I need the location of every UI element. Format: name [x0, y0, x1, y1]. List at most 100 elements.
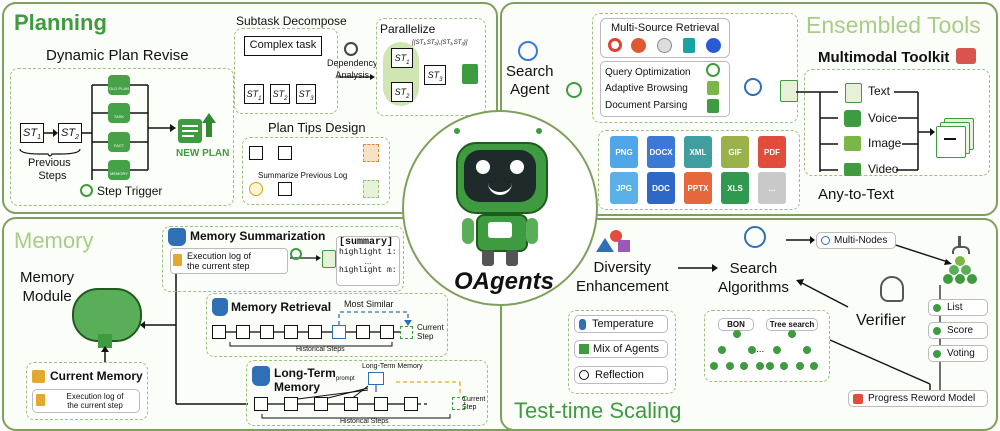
long-term-step-box: [254, 397, 268, 411]
verifier-head-icon: [880, 276, 904, 302]
file-type-xls-icon: XLS: [721, 172, 749, 204]
openai-icon-summary: [290, 248, 302, 260]
current-step-box-retrieval: [400, 326, 413, 339]
test-time-scaling-title: Test-time Scaling: [514, 398, 682, 423]
file-type-docx-icon: DOCX: [647, 136, 675, 168]
tree-node: [773, 346, 781, 354]
file-type-pdf-icon: PDF: [758, 136, 786, 168]
long-term-step-box: [374, 397, 388, 411]
st1-box: ST1: [20, 123, 44, 143]
video-icon: [844, 163, 861, 176]
robot-mascot: [440, 128, 560, 268]
fact-card: FACT: [108, 132, 130, 152]
parallel-plan-icon: [462, 64, 478, 84]
bar-chart-icon: [579, 344, 589, 354]
tree-node: [733, 330, 741, 338]
summarization-area: [162, 226, 404, 292]
parallel-formula: [(ST₁,ST₂),(ST₁,ST₃)]: [412, 40, 468, 46]
tree-node: [748, 346, 756, 354]
any-to-text-label: Any-to-Text: [818, 186, 894, 203]
memory-retrieval-label: Memory Retrieval: [231, 300, 332, 314]
long-term-step-box: [284, 397, 298, 411]
tips-step-2: [278, 146, 292, 160]
tree-node: [780, 362, 788, 370]
new-plan-label: NEW PLAN: [176, 148, 230, 159]
long-term-memory-sublabel: Long-Term Memory: [362, 363, 423, 370]
brain-stem: [98, 334, 112, 348]
tree-node: [740, 362, 748, 370]
alarm-clock-icon: [80, 184, 93, 197]
diversity-shapes-icon: [596, 228, 636, 254]
plan-tips-design-label: Plan Tips Design: [268, 120, 366, 135]
mix-of-agents-box: Mix of Agents: [574, 340, 668, 358]
tree-dots: ...: [756, 344, 765, 355]
file-type-gif-icon: GIF: [721, 136, 749, 168]
tree-node: [726, 362, 734, 370]
adaptive-browsing-label: Adaptive Browsing: [605, 83, 688, 95]
document-parsing-label: Document Parsing: [605, 100, 688, 112]
complex-task-box: Complex task: [244, 36, 322, 56]
pencil-note-icon: [32, 370, 45, 383]
score-box: Score: [928, 322, 988, 339]
summary-doc-icon: [322, 250, 336, 268]
current-memory-label: Current Memory: [50, 369, 143, 383]
retrieval-step-box: [332, 325, 346, 339]
current-step-box-longterm: [452, 397, 465, 410]
memory-summarization-label: Memory Summarization: [190, 229, 326, 243]
historical-steps-label-retrieval: Historical Steps: [296, 346, 345, 353]
memory-card: MEMORY: [108, 160, 130, 180]
retrieval-step-box: [236, 325, 250, 339]
image-icon: [844, 136, 861, 151]
tips-step-1: [249, 146, 263, 160]
temperature-box: Temperature: [574, 315, 668, 333]
step-trigger-label: Step Trigger: [97, 184, 163, 198]
retrieval-step-box: [260, 325, 274, 339]
reflection-icon: [579, 370, 589, 380]
multimodal-toolkit-label: Multimodal Toolkit: [818, 49, 950, 66]
retrieval-area-memory: [206, 293, 448, 357]
memory-title: Memory: [14, 228, 94, 253]
tips-doc-icon-1: [363, 144, 379, 162]
network-icon: [853, 393, 863, 404]
lightbulb-icon: [249, 182, 263, 196]
multi-nodes-box: Multi-Nodes: [816, 232, 896, 249]
image-label: Image: [868, 136, 902, 150]
tree-node: [756, 362, 764, 370]
oagents-name: OAgents: [454, 268, 555, 295]
long-term-step-box: [404, 397, 418, 411]
database-icon-summary: [168, 228, 186, 246]
file-type-more-icon: ...: [758, 172, 786, 204]
retrieval-step-box: [212, 325, 226, 339]
subtask-st1-box: ST1: [244, 84, 264, 104]
most-similar-label: Most Similar: [344, 299, 394, 309]
tree-node: [766, 362, 774, 370]
query-optimization-label: Query Optimization: [605, 66, 691, 78]
toolbox-icon: [956, 48, 976, 64]
subtask-st3-box: ST3: [296, 84, 316, 104]
multimodal-area: [804, 69, 990, 176]
summarize-previous-log-label: Summarize Previous Log: [258, 171, 348, 180]
long-term-step-box: [314, 397, 328, 411]
summary-tag: [summary]: [339, 237, 394, 248]
parallelize-label: Parallelize: [380, 22, 436, 36]
st2-box: ST2: [58, 123, 82, 143]
stacked-docs-output-icon: [936, 118, 976, 158]
subtask-decompose-label: Subtask Decompose: [236, 14, 347, 28]
magnifier-icon-right: [744, 78, 762, 96]
baidu-icon: [706, 38, 721, 53]
voice-label: Voice: [868, 111, 898, 125]
historical-steps-label-longterm: Historical Steps: [340, 418, 389, 425]
video-label: Video: [868, 162, 899, 176]
parallel-st1-box: ST1: [391, 48, 413, 68]
reflection-box: Reflection: [574, 366, 668, 384]
duckduckgo-icon: [631, 38, 646, 53]
retrieval-step-box: [308, 325, 322, 339]
retrieval-step-box: [356, 325, 370, 339]
